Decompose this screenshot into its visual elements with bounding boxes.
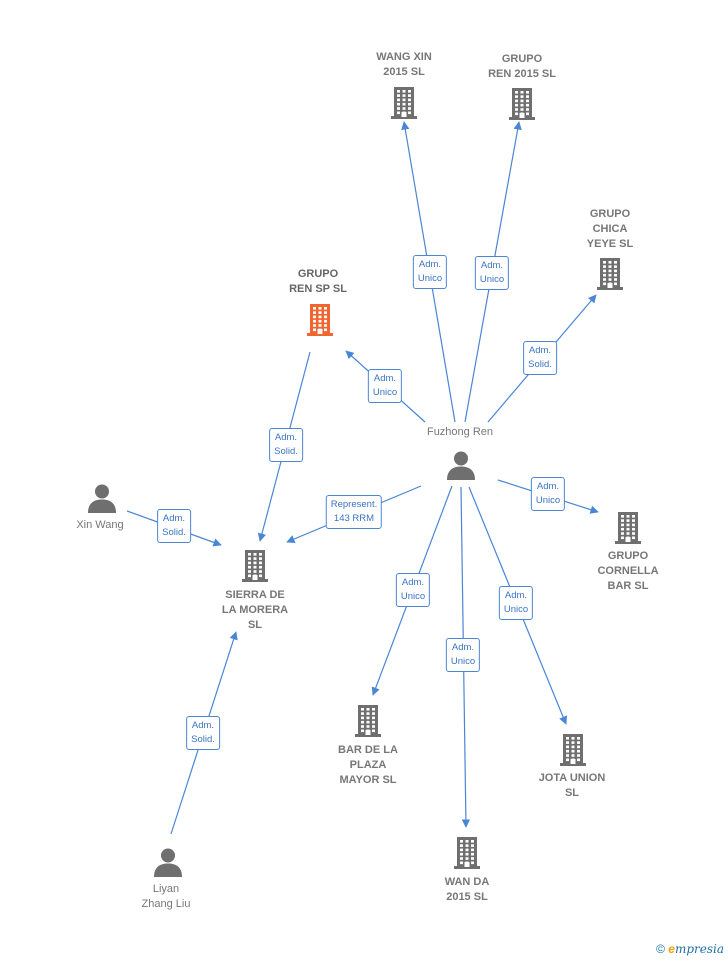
node-label: SIERRA DE LA MORERA SL [221,589,289,631]
person-icon[interactable] [153,847,183,882]
relation-label[interactable]: Adm. Unico [367,369,403,403]
relation-label[interactable]: Adm. Unico [498,586,534,620]
relation-label[interactable]: Adm. Solid. [523,341,557,375]
relation-label[interactable]: Represent. 143 RRM [325,495,383,529]
brand-initial: e [668,942,675,956]
relation-label[interactable]: Adm. Unico [412,255,448,289]
relation-label[interactable]: Adm. Unico [530,477,566,511]
building-icon[interactable] [613,511,643,550]
node-label: BAR DE LA PLAZA MAYOR SL [338,744,398,786]
building-icon[interactable] [595,257,625,296]
person-icon[interactable] [87,483,117,518]
building-icon[interactable] [305,303,335,342]
relation-label[interactable]: Adm. Solid. [269,428,303,462]
node-label: WANG XIN 2015 SL [376,51,432,78]
relation-label[interactable]: Adm. Solid. [186,716,220,750]
node-label: GRUPO CORNELLA BAR SL [597,550,659,592]
relation-label[interactable]: Adm. Unico [474,256,510,290]
relation-label[interactable]: Adm. Unico [445,638,481,672]
building-icon[interactable] [558,733,588,772]
building-icon[interactable] [353,704,383,743]
node-label: GRUPO CHICA YEYE SL [586,208,634,250]
node-label: JOTA UNION SL [538,772,606,799]
node-label: WAN DA 2015 SL [444,876,490,903]
node-label: GRUPO REN SP SL [289,268,347,295]
brand-footer: © empresia [656,942,724,956]
node-label: GRUPO REN 2015 SL [488,53,556,80]
node-label: Fuzhong Ren [426,426,494,438]
relation-label[interactable]: Adm. Unico [395,573,431,607]
building-icon[interactable] [507,87,537,126]
node-label: Liyan Zhang Liu [141,883,191,910]
node-label: Xin Wang [76,519,124,531]
copyright-symbol: © [656,942,665,956]
relation-label[interactable]: Adm. Solid. [157,509,191,543]
person-icon[interactable] [446,450,476,485]
building-icon[interactable] [240,549,270,588]
building-icon[interactable] [452,836,482,875]
building-icon[interactable] [389,86,419,125]
brand-name: mpresia [674,942,724,956]
